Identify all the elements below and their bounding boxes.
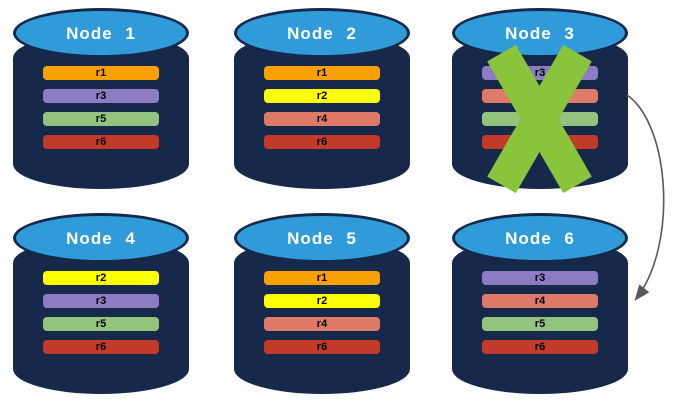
replica-label: r1 (316, 272, 328, 284)
replica-list: r1 r2 r4 r6 (264, 66, 380, 149)
cylinder-top: Node 6 (455, 216, 625, 260)
cylinder-top-rim: Node 6 (452, 213, 628, 263)
replica-label: r3 (534, 272, 546, 284)
replica-bar-r3: r3 (43, 294, 159, 308)
cylinder-top-rim: Node 2 (234, 8, 410, 58)
replica-bar-r4: r4 (264, 317, 380, 331)
cylinder-top: Node 5 (237, 216, 407, 260)
cylinder-top-rim: Node 1 (13, 8, 189, 58)
replica-bar-r3: r3 (482, 66, 598, 80)
replica-label: r4 (316, 318, 328, 330)
db-node-4: Node 4 r2 r3 r5 r6 (13, 213, 189, 394)
node-title: Node 6 (505, 229, 575, 248)
replica-label: r5 (95, 113, 107, 125)
replica-label: r5 (534, 113, 546, 125)
replica-bar-r2: r2 (43, 271, 159, 285)
replica-label: r6 (316, 136, 328, 148)
replica-bar-r4: r4 (482, 89, 598, 103)
replica-list: r1 r3 r5 r6 (43, 66, 159, 149)
replica-bar-r3: r3 (43, 89, 159, 103)
replica-label: r6 (534, 136, 546, 148)
replica-label: r2 (316, 295, 328, 307)
replica-list: r2 r3 r5 r6 (43, 271, 159, 354)
replica-label: r2 (95, 272, 107, 284)
replica-bar-r2: r2 (264, 89, 380, 103)
replica-bar-r6: r6 (482, 340, 598, 354)
replica-bar-r5: r5 (482, 112, 598, 126)
cylinder-body (452, 238, 628, 394)
replica-bar-r1: r1 (264, 271, 380, 285)
replica-label: r1 (95, 67, 107, 79)
replica-bar-r1: r1 (43, 66, 159, 80)
cylinder-body (234, 33, 410, 189)
replica-label: r6 (95, 136, 107, 148)
replica-label: r3 (95, 295, 107, 307)
replica-label: r3 (95, 90, 107, 102)
db-node-6: Node 6 r3 r4 r5 r6 (452, 213, 628, 394)
replica-list: r3 r4 r5 r6 (482, 66, 598, 149)
replica-bar-r5: r5 (482, 317, 598, 331)
replica-bar-r3: r3 (482, 271, 598, 285)
replica-bar-r6: r6 (43, 135, 159, 149)
cylinder-top: Node 2 (237, 11, 407, 55)
replica-label: r6 (95, 341, 107, 353)
replica-label: r4 (534, 90, 546, 102)
cylinder-body (13, 33, 189, 189)
replica-label: r4 (534, 295, 546, 307)
replica-label: r6 (534, 341, 546, 353)
replica-bar-r6: r6 (482, 135, 598, 149)
db-node-1: Node 1 r1 r3 r5 r6 (13, 8, 189, 189)
node-title: Node 5 (287, 229, 357, 248)
replica-label: r5 (95, 318, 107, 330)
node-title: Node 3 (505, 24, 575, 43)
replica-bar-r6: r6 (264, 135, 380, 149)
cylinder-top: Node 1 (16, 11, 186, 55)
cylinder-body (13, 238, 189, 394)
replica-bar-r2: r2 (264, 294, 380, 308)
replica-bar-r5: r5 (43, 112, 159, 126)
node-title: Node 1 (66, 24, 136, 43)
cylinder-top-rim: Node 5 (234, 213, 410, 263)
replica-bar-r4: r4 (264, 112, 380, 126)
replica-label: r6 (316, 341, 328, 353)
cylinder-top-rim: Node 4 (13, 213, 189, 263)
db-node-3: Node 3 r3 r4 r5 r6 (452, 8, 628, 194)
replica-bar-r1: r1 (264, 66, 380, 80)
node-title: Node 2 (287, 24, 357, 43)
node-title: Node 4 (66, 229, 136, 248)
cylinder-top: Node 3 (455, 11, 625, 55)
failover-arrow-path (626, 94, 665, 301)
replica-list: r1 r2 r4 r6 (264, 271, 380, 354)
replica-list: r3 r4 r5 r6 (482, 271, 598, 354)
db-node-2: Node 2 r1 r2 r4 r6 (234, 8, 410, 189)
replica-bar-r6: r6 (43, 340, 159, 354)
replica-label: r5 (534, 318, 546, 330)
cylinder-body (234, 238, 410, 394)
replica-label: r1 (316, 67, 328, 79)
replica-label: r3 (534, 67, 546, 79)
replica-label: r2 (316, 90, 328, 102)
replica-bar-r6: r6 (264, 340, 380, 354)
replica-label: r4 (316, 113, 328, 125)
db-node-5: Node 5 r1 r2 r4 r6 (234, 213, 410, 394)
replica-bar-r5: r5 (43, 317, 159, 331)
cylinder-top-rim: Node 3 (452, 8, 628, 58)
replica-bar-r4: r4 (482, 294, 598, 308)
cylinder-top: Node 4 (16, 216, 186, 260)
